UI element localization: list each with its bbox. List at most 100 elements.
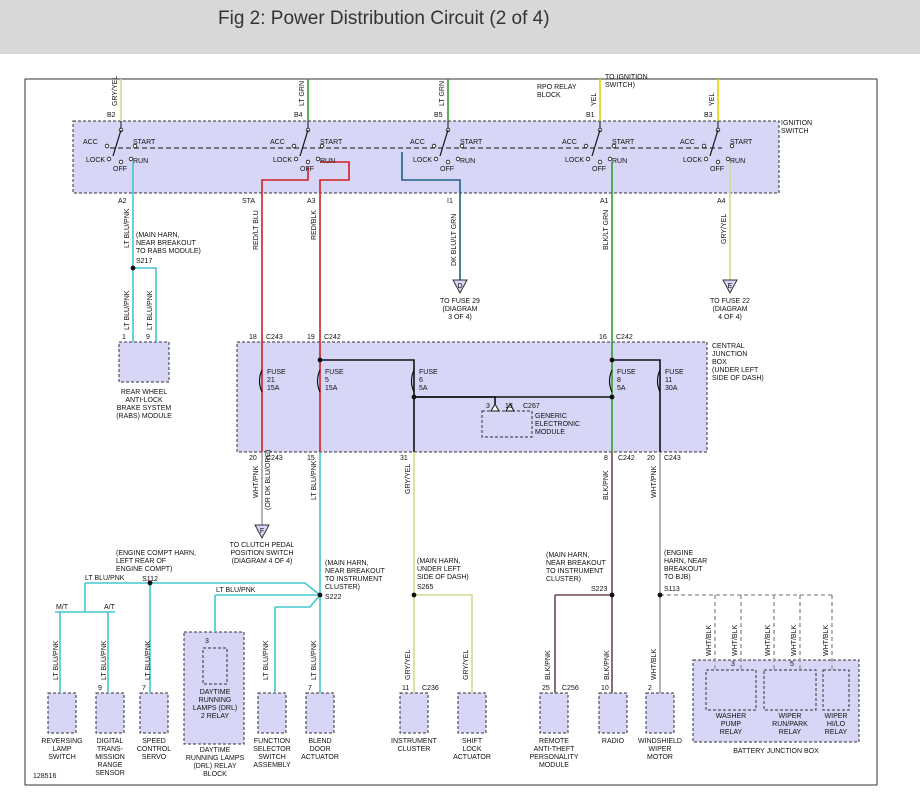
switch-contact-run-1 [315,156,321,162]
splice-s223-label: S223 [591,586,607,593]
wire-s112-label: LT BLU/PNK [85,575,125,582]
bottom-component-label-7-line-2: ACTUATOR [453,754,491,761]
switch-contact-lock-0 [106,156,112,162]
ignition-input-pin-3: B1 [586,112,595,119]
ref-f-triangle-letter: F [260,528,264,535]
bottom-component-label-10-line-2: MOTOR [647,754,673,761]
switch-contact-off-2 [445,159,451,165]
switch-blade-0 [112,129,122,157]
bottom-component-inner-label-3-line-2: LAMPS (DRL) [193,705,237,712]
bottom-component-box-7 [457,692,487,734]
splice-s222-note-line-0: (MAIN HARN, [325,560,369,567]
bjb-wire-label-0: WHT/BLK [706,625,713,656]
bjb-relay-box-0 [705,669,757,711]
bottom-component-label-3-line-1: RUNNING LAMPS [186,755,245,762]
bottom-component-label-10-line-0: WINDSHIELD [638,738,682,745]
rabs-splice-note-line-1: NEAR BREAKOUT [136,240,197,247]
bottom-component-box-2 [139,692,169,734]
cjb-out-pin-1: 15 [307,455,315,462]
bottom-component-box-8 [539,692,569,734]
fuse-label-4-line-2: 30A [665,385,678,392]
bottom-component-label-9-line-0: RADIO [602,738,625,745]
fuse-symbol-0 [258,369,263,393]
splice-s265-note-line-2: SIDE OF DASH) [417,574,469,581]
switch-blade-3 [591,129,601,157]
switch-contact-lock-4 [703,156,709,162]
switch-acc-label-3: ACC [562,139,577,146]
bottom-component-pin-5: 7 [308,685,312,692]
cjb-label-line-4: SIDE OF DASH) [712,375,764,382]
bjb-relay-label-0-line-1: PUMP [721,721,742,728]
bottom-component-label-8-line-0: REMOTE [539,738,569,745]
bjb-relay-label-1-line-0: WIPER [779,713,802,720]
bottom-component-label-2-line-1: CONTROL [137,746,171,753]
wire-fuse8-label: BLK/PNK [603,470,610,500]
bottom-component-label-10-line-1: WIPER [649,746,672,753]
bottom-component-pin-10: 2 [648,685,652,692]
splice-s113-note-line-0: (ENGINE [664,550,694,557]
bjb-pin-3: 3 [731,661,735,668]
bottom-component-label-1-line-3: RANGE [98,762,123,769]
switch-contact-acc-2 [431,143,437,149]
ign-out-pin-i1: I1 [447,198,453,205]
rabs-module-label-line-3: (RABS) MODULE [116,413,172,420]
fuse-symbol-4 [656,369,661,393]
switch-contact-acc-0 [104,143,110,149]
switch-contact-off-0 [118,159,124,165]
cjb-out-conn-4: C243 [664,455,681,462]
splice-s265-label: S265 [417,584,433,591]
cjb-in-conn-0: C243 [266,334,283,341]
bottom-component-wire-4: LT BLU/PNK [263,640,270,680]
bjb-wire-label-4: WHT/BLK [823,625,830,656]
wire-s222-fss [275,594,321,608]
switch-blade-2 [439,129,449,157]
switch-and-fuse-symbols [104,121,738,598]
switch-contact-lock-3 [585,156,591,162]
bottom-component-inner-label-3-line-3: 2 RELAY [201,713,230,720]
bottom-component-wire-6: GRY/YEL [405,650,412,680]
splice-s113-note-line-3: TO BJB) [664,574,691,581]
cjb-in-pin-1: 19 [307,334,315,341]
switch-contact-acc-3 [583,143,589,149]
fuse-label-1-line-2: 15A [325,385,338,392]
to-ignition-switch-label-line-1: SWITCH) [605,82,635,89]
fuse-label-1-line-0: FUSE [325,369,344,376]
bottom-component-wire-0: LT BLU/PNK [53,640,60,680]
cjb-in-pin-2: 16 [599,334,607,341]
ref-f-text-line-1: POSITION SWITCH [231,550,294,557]
switch-run-label-1: RUN [320,158,335,165]
bjb-label: BATTERY JUNCTION BOX [733,748,819,755]
ref-f-text-line-0: TO CLUTCH PEDAL [230,542,295,549]
switch-contact-start-4 [729,143,735,149]
ref-e-text-line-0: TO FUSE 22 [710,298,750,305]
bottom-component-label-6-line-1: CLUSTER [398,746,431,753]
bjb-relay-label-1-line-1: RUN/PARK [772,721,808,728]
bottom-component-label-1-line-2: MISSION [95,754,125,761]
switch-off-label-2: OFF [440,166,454,173]
switch-off-label-1: OFF [300,166,314,173]
wire-s222-drl-label: LT BLU/PNK [216,587,256,594]
fuse-label-2-line-1: 6 [419,377,423,384]
diagram-frame [24,78,878,786]
ref-d-text-line-2: 3 OF 4) [448,314,472,321]
bottom-component-label-1-line-4: SENSOR [95,770,125,777]
bottom-component-label-5-line-0: BLEND [308,738,331,745]
bjb-relay-box-2 [822,669,850,711]
wire-s222-s112 [150,582,321,596]
ref-e-text-line-2: 4 OF 4) [718,314,742,321]
wire-rabs-pin1-label: LT BLU/PNK [124,290,131,330]
splice-s265 [411,592,417,598]
splice-s112-label: S112 [142,576,158,583]
splice-s112-note-line-1: LEFT REAR OF [116,558,166,565]
ref-f-triangle [254,524,270,540]
ign-out-pin-sta: STA [242,198,255,205]
splice-s217-label: S217 [136,258,152,265]
splice-s223-note-line-3: CLUSTER) [546,576,581,583]
switch-off-label-4: OFF [710,166,724,173]
switch-run-label-2: RUN [460,158,475,165]
figure-number: 128516 [33,773,56,780]
fuse-label-1-line-1: 5 [325,377,329,384]
ignition-input-pin-2: B5 [434,112,443,119]
rabs-module-label-line-1: ANTI-LOCK [125,397,163,404]
splice-s223 [609,592,615,598]
